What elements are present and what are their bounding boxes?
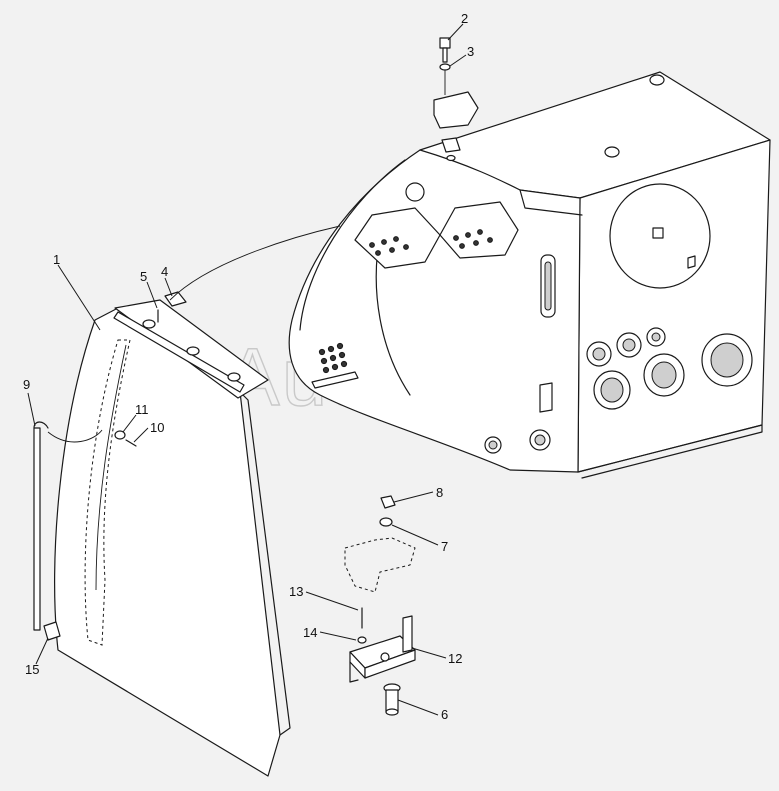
washer-11 — [114, 430, 126, 440]
hinge-knuckle-1 — [142, 319, 156, 329]
leader-2 — [447, 23, 464, 41]
lock-body-front — [364, 649, 416, 679]
callout-labels: 1 2 3 4 5 6 7 8 9 10 11 12 13 14 15 — [23, 11, 474, 722]
sight-gauge-glass — [544, 261, 552, 311]
hinge-nut — [164, 291, 187, 307]
clamp-hole — [446, 154, 456, 162]
plate-holes — [369, 229, 493, 256]
callout-2: 2 — [461, 11, 468, 26]
leader-4 — [164, 277, 173, 297]
lock-washer-7 — [379, 517, 393, 527]
housing-curved-shell — [288, 149, 581, 473]
lock-washer-14 — [357, 636, 367, 644]
callout-1: 1 — [53, 252, 60, 267]
leader-15 — [35, 637, 49, 665]
callout-3: 3 — [467, 44, 474, 59]
dial-clip — [687, 255, 696, 269]
leader-12 — [411, 647, 447, 659]
callout-15: 15 — [25, 662, 39, 677]
door-stiffener-inner — [95, 344, 127, 591]
leader-lines — [27, 23, 467, 716]
callout-11: 11 — [135, 402, 149, 417]
callout-9: 9 — [23, 377, 30, 392]
support-rod-assembly — [33, 421, 61, 641]
washer — [439, 63, 451, 71]
leader-14 — [319, 631, 357, 641]
vent-rail — [311, 371, 359, 389]
leader-7 — [391, 524, 439, 546]
cable-upper — [169, 225, 341, 301]
leader-3 — [449, 54, 467, 67]
housing-bottom-edge — [577, 424, 763, 479]
top-clamp-bracket — [433, 91, 479, 129]
leader-11 — [122, 414, 137, 433]
door-panel-assembly — [54, 291, 291, 777]
rod-hook — [33, 421, 49, 429]
vent-holes — [318, 342, 348, 374]
leader-13 — [305, 591, 359, 611]
hinge-pin — [113, 311, 245, 393]
door-edge-thickness — [239, 391, 291, 736]
bolt-shank — [442, 47, 448, 63]
lock-bracket-hidden — [344, 537, 416, 593]
top-lip — [519, 189, 583, 216]
leader-1 — [57, 264, 101, 331]
top-bolt-group — [433, 37, 479, 162]
shell-bolt-right-core — [534, 434, 546, 446]
lock-nut-8 — [380, 495, 396, 509]
lock-foot — [349, 661, 359, 683]
leader-8 — [393, 491, 434, 503]
lock-pivot — [380, 652, 390, 662]
rod-clip — [43, 621, 61, 641]
dial-center-nut — [652, 227, 664, 239]
shell-inner-edge — [299, 159, 406, 331]
lock-assembly — [344, 495, 416, 716]
callout-10: 10 — [150, 420, 164, 435]
callout-14: 14 — [303, 625, 317, 640]
top-stud-front — [604, 146, 620, 158]
callout-7: 7 — [441, 539, 448, 554]
leader-9 — [27, 392, 36, 427]
callout-8: 8 — [436, 485, 443, 500]
housing-assembly — [288, 71, 771, 479]
callout-5: 5 — [140, 269, 147, 284]
lock-latch — [402, 615, 413, 653]
leader-10 — [133, 427, 149, 443]
support-rod — [33, 427, 41, 631]
leader-5 — [146, 281, 158, 309]
door-stiffener-hidden — [84, 339, 131, 646]
hinge-knuckle-2 — [186, 346, 200, 356]
pin-tip-6 — [385, 708, 399, 716]
cable-lower — [47, 429, 103, 443]
clamp-nut — [441, 137, 461, 153]
shell-top-boss — [405, 182, 425, 202]
h-bracket — [539, 382, 553, 413]
callout-12: 12 — [448, 651, 462, 666]
callout-4: 4 — [161, 264, 168, 279]
hinge-knuckle-3 — [227, 372, 241, 382]
gauge-openings — [586, 327, 753, 410]
screw-10 — [125, 439, 137, 447]
callout-13: 13 — [289, 584, 303, 599]
callout-6: 6 — [441, 707, 448, 722]
top-stud-right — [649, 74, 665, 86]
leader-6 — [397, 699, 439, 716]
shell-bolt-left-core — [488, 440, 498, 450]
